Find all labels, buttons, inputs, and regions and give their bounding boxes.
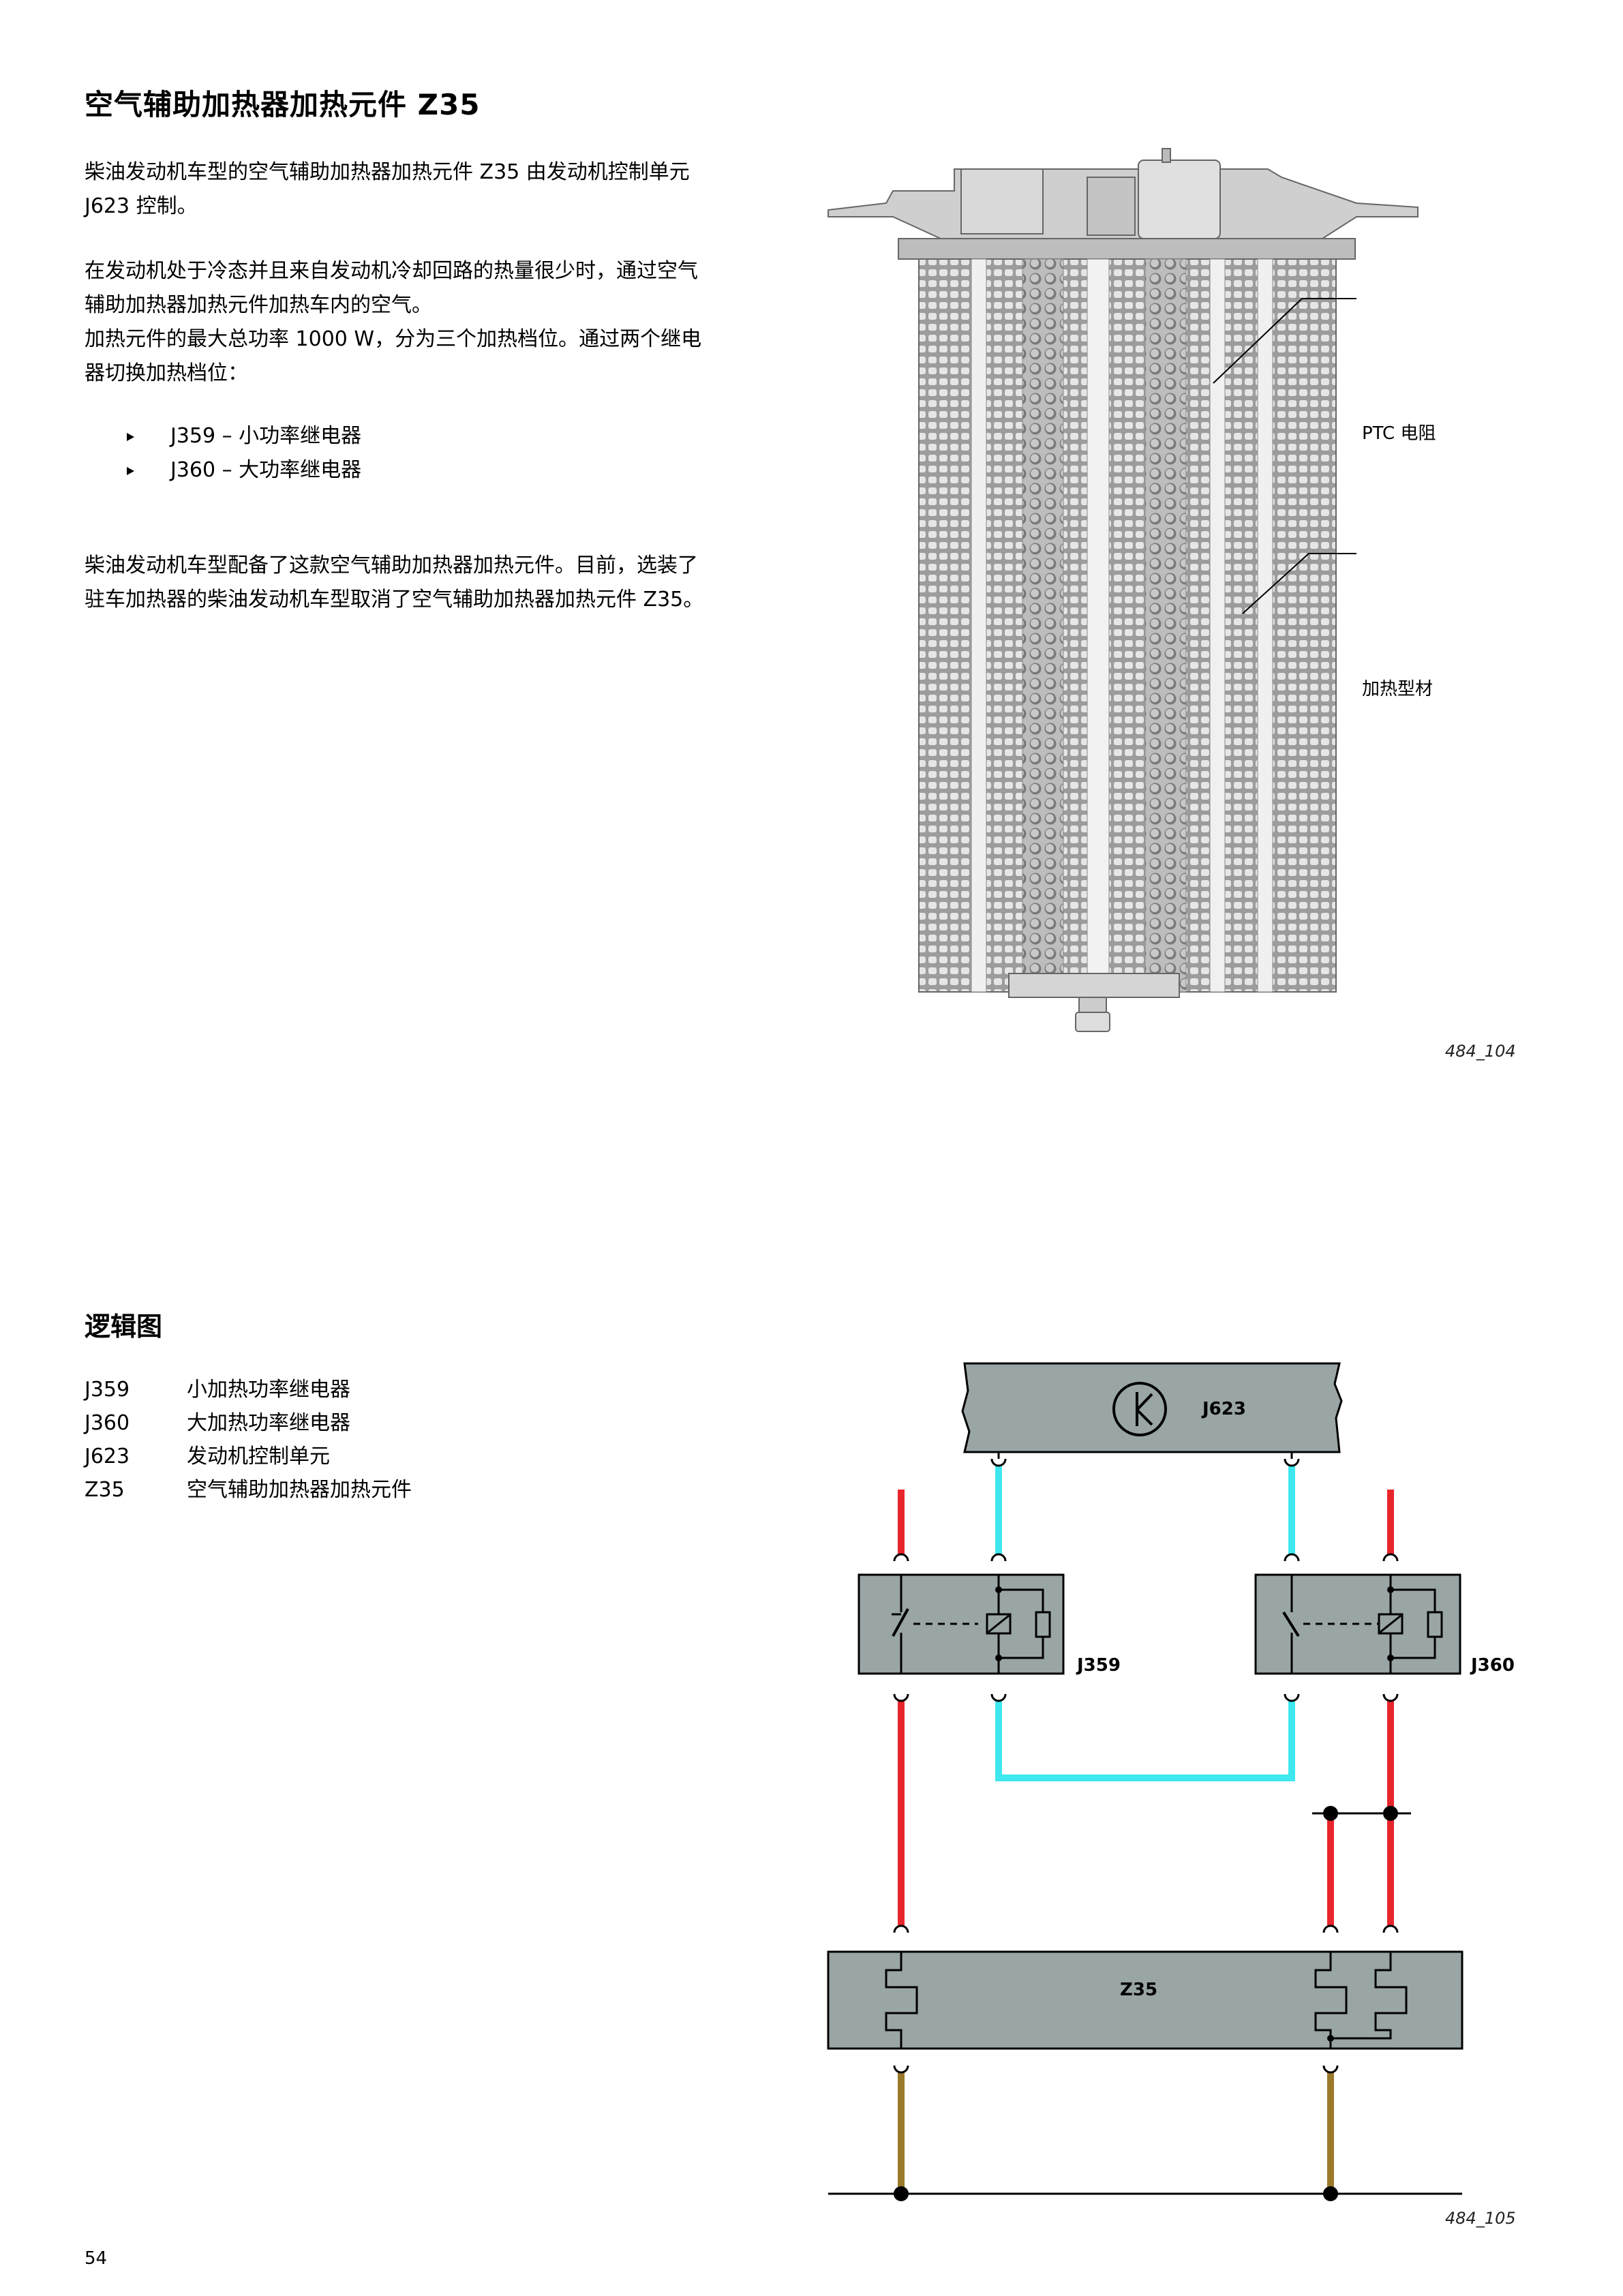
ptc-leader-line [1213, 298, 1356, 384]
logic-diagram-heading: 逻辑图 [85, 1312, 163, 1342]
heater-housing [828, 148, 1419, 260]
callout-ptc-resistor: PTC 电阻 [1362, 423, 1436, 444]
ground-junction-dot [894, 2186, 909, 2201]
figure-id-484-104: 484_104 [1445, 1042, 1516, 1061]
ecu-symbol-k-icon [1136, 1392, 1153, 1426]
ground-junction-dot [1323, 2186, 1338, 2201]
ecu-j623-box [961, 1362, 1343, 1453]
heater-bottom-connector [1008, 973, 1180, 1032]
label-j360: J360 [1471, 1655, 1515, 1676]
bullet-j359: J359 – 小功率继电器 [127, 419, 361, 453]
page-number: 54 [85, 2248, 108, 2269]
relay-j360 [1254, 1573, 1461, 1675]
closing-paragraph: 柴油发动机车型配备了这款空气辅助加热器加热元件。目前，选装了 驻车加热器的柴油发… [85, 554, 704, 611]
label-z35: Z35 [1120, 1980, 1158, 2000]
heater-z35-box [827, 1950, 1463, 2050]
callout-heating-profile: 加热型材 [1362, 679, 1434, 699]
junction-dot [1323, 1806, 1338, 1821]
ground-wires [898, 2072, 1334, 2187]
logic-circuit-diagram [827, 1362, 1463, 2201]
wire-connectors [893, 1452, 1399, 2074]
bullet-j360: J360 – 大功率继电器 [127, 453, 361, 487]
profile-leader-line [1242, 553, 1356, 614]
label-j359: J359 [1077, 1655, 1121, 1676]
heater-core [918, 258, 1337, 993]
relay-j359 [858, 1573, 1065, 1675]
page-title: 空气辅助加热器加热元件 Z35 [85, 88, 481, 121]
ecu-symbol-icon [1112, 1382, 1167, 1436]
relay-bullet-list: J359 – 小功率继电器 J360 – 大功率继电器 [127, 419, 361, 487]
heater-element-illustration [828, 148, 1419, 1032]
power-wires [898, 1490, 1394, 1926]
figure-id-484-105: 484_105 [1445, 2209, 1516, 2228]
junction-dot [1383, 1806, 1398, 1821]
intro-paragraph-1: 柴油发动机车型的空气辅助加热器加热元件 Z35 由发动机控制单元 J623 控制… [85, 160, 690, 218]
intro-paragraph-2: 在发动机处于冷态并且来自发动机冷却回路的热量很少时，通过空气 辅助加热器加热元件… [85, 259, 702, 385]
label-j623: J623 [1202, 1399, 1246, 1419]
control-wires [995, 1466, 1295, 1781]
